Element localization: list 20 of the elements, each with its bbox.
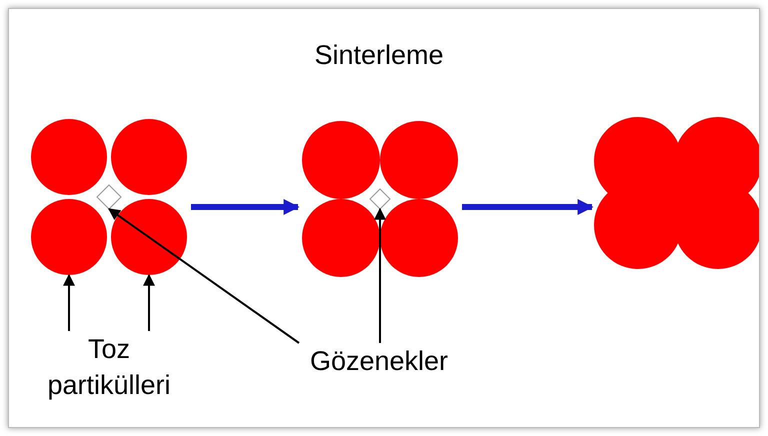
arrow <box>191 199 300 215</box>
callout-text: Gözenekler <box>279 343 479 383</box>
title: Sinterleme <box>313 39 445 72</box>
particle <box>302 121 380 199</box>
leader-line <box>143 274 155 331</box>
particle <box>302 199 380 277</box>
pore <box>370 189 390 209</box>
leader-line <box>108 208 300 344</box>
callout-text: Toz partikülleri <box>29 331 189 407</box>
arrow <box>462 199 594 215</box>
leader-line <box>63 274 75 331</box>
particle <box>380 121 458 199</box>
particle <box>111 119 187 195</box>
particle <box>31 119 107 195</box>
pore <box>97 185 121 209</box>
particle <box>31 199 107 275</box>
sintered-particles <box>596 119 759 269</box>
leader-line <box>374 208 386 343</box>
particle <box>380 199 458 277</box>
particle <box>111 199 187 275</box>
